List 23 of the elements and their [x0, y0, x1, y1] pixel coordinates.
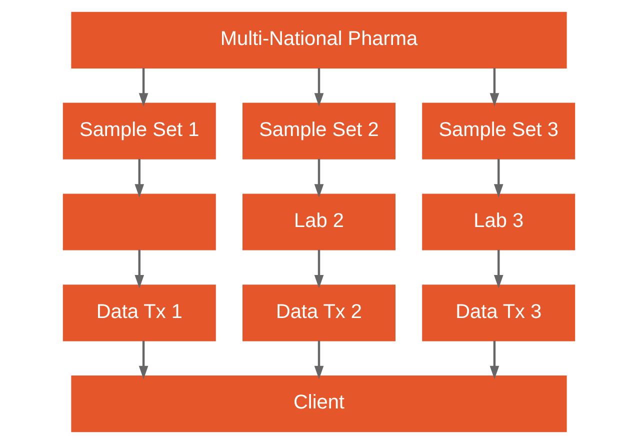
arrow — [314, 250, 324, 288]
arrow — [489, 340, 499, 380]
arrow — [314, 68, 324, 107]
node-box: Lab 3 — [422, 194, 575, 250]
arrow — [134, 250, 144, 288]
node-box: Data Tx 1 — [62, 284, 216, 342]
node-box — [62, 194, 216, 250]
node-box: Client — [70, 376, 566, 432]
arrow — [314, 340, 324, 380]
arrow — [138, 340, 148, 380]
node-box: Sample Set 2 — [242, 102, 395, 160]
arrow — [493, 158, 503, 198]
node-box: Sample Set 3 — [422, 102, 575, 160]
node-box: Multi-National Pharma — [70, 12, 566, 68]
node-box: Data Tx 3 — [422, 284, 575, 342]
node-box: Lab 2 — [242, 194, 395, 250]
arrow — [489, 68, 499, 107]
arrow — [493, 250, 503, 288]
arrow — [314, 158, 324, 198]
node-box: Sample Set 1 — [62, 102, 216, 160]
arrow — [134, 158, 144, 198]
arrow — [138, 68, 148, 107]
node-box: Data Tx 2 — [242, 284, 395, 342]
